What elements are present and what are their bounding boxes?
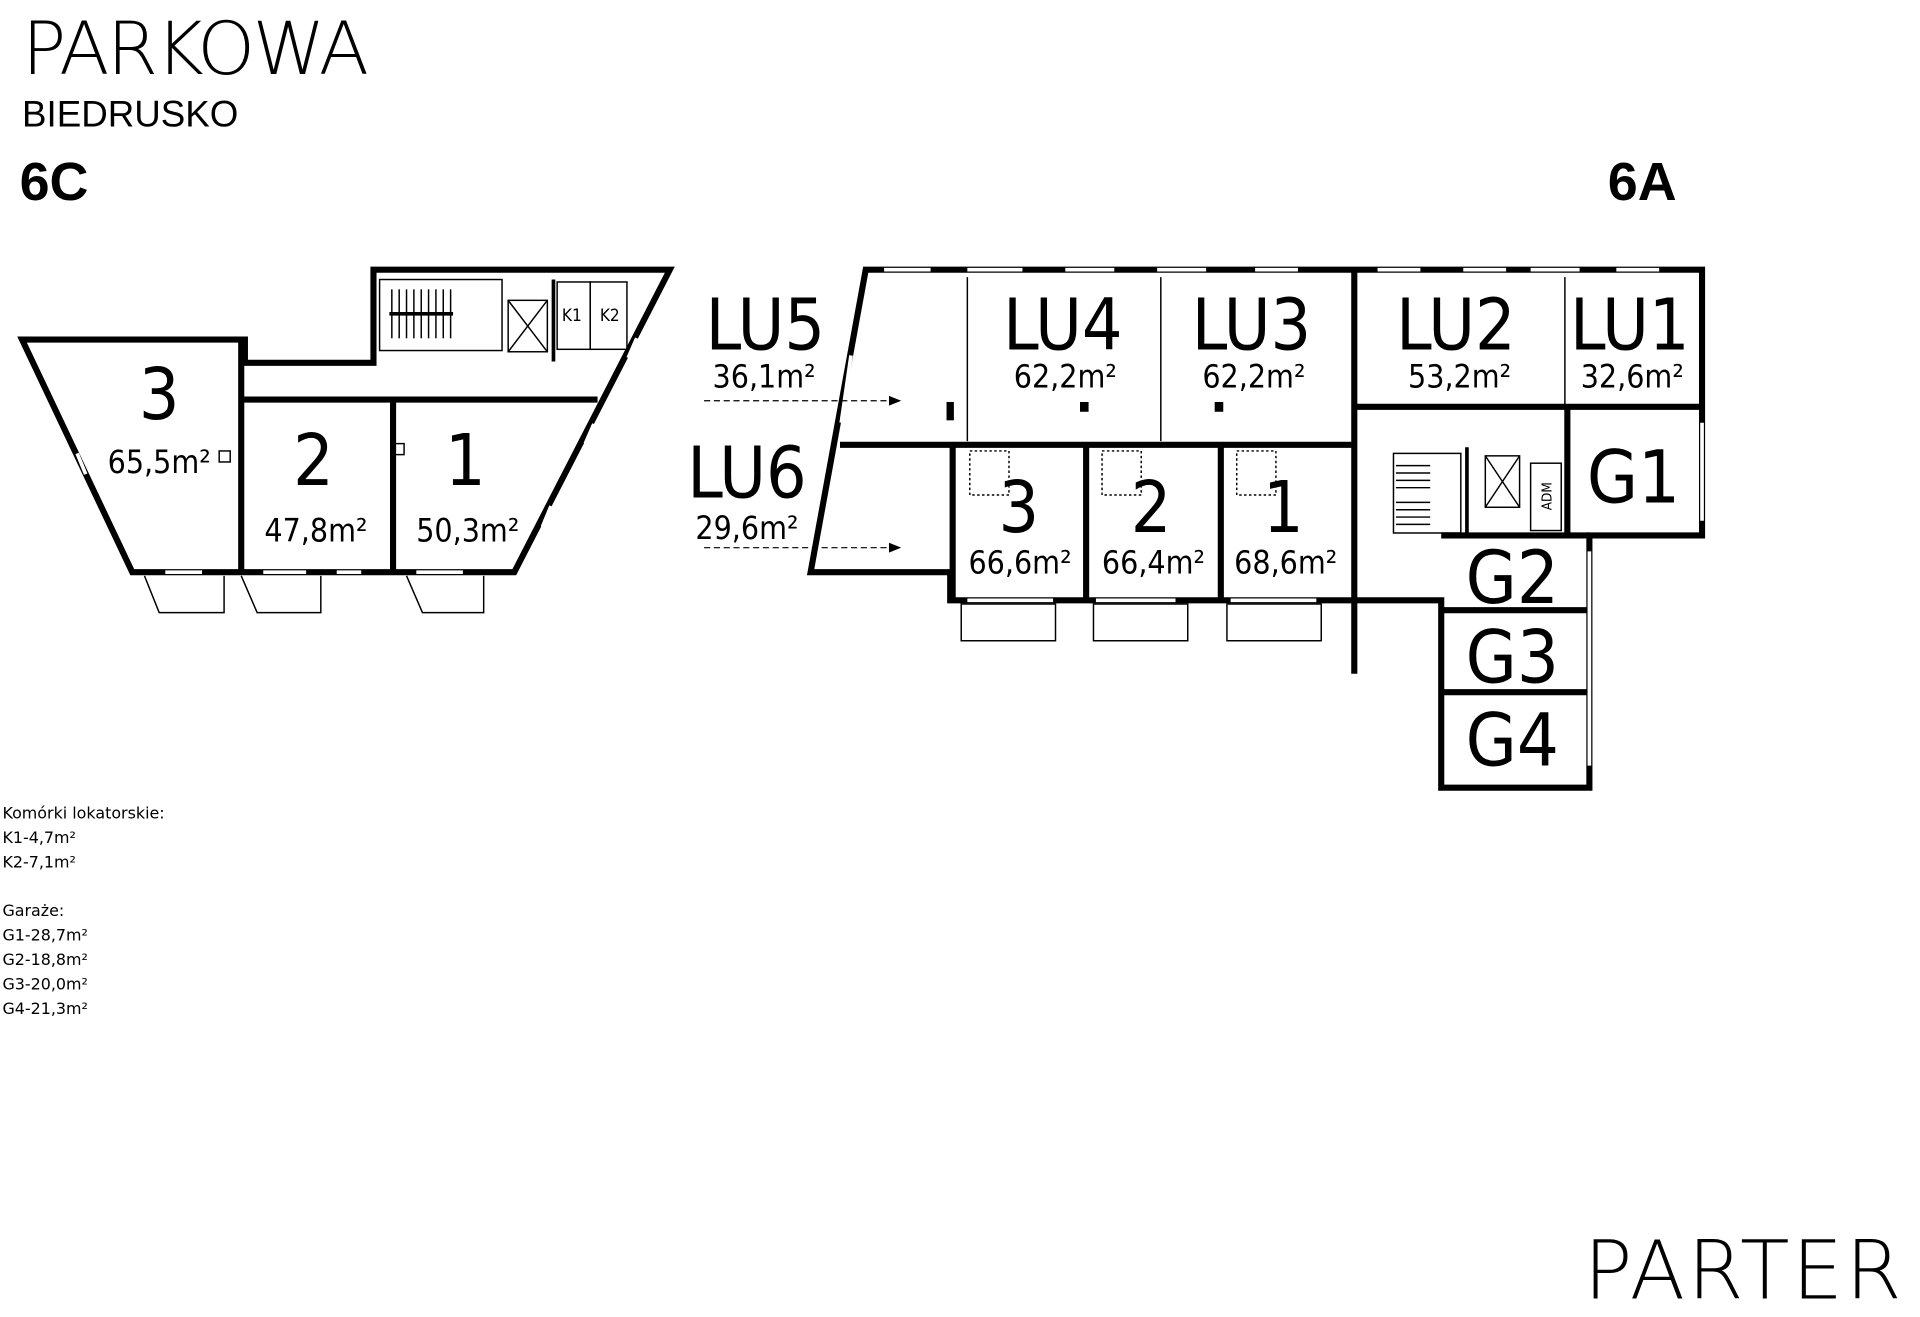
- garage-g1-label: G1: [1587, 435, 1680, 520]
- unit-6c-3-number: 3: [139, 353, 180, 436]
- legend: Komórki lokatorskie: K1-4,7m² K2-7,1m² G…: [2, 803, 164, 1018]
- lu5-label: LU5: [706, 283, 825, 366]
- lu5-area: 36,1m²: [713, 357, 816, 395]
- lu2-area: 53,2m²: [1408, 357, 1511, 395]
- legend-garage-item: G4-21,3m²: [2, 999, 87, 1018]
- unit-6c-2-number: 2: [293, 419, 334, 502]
- lu2-label: LU2: [1396, 283, 1515, 366]
- lu4-label: LU4: [1003, 283, 1122, 366]
- unit-6c-1-number: 1: [445, 419, 486, 502]
- lu1-area: 32,6m²: [1581, 357, 1684, 395]
- lu4-area: 62,2m²: [1014, 357, 1117, 395]
- legend-garage-item: G3-20,0m²: [2, 975, 87, 994]
- lu3-area: 62,2m²: [1202, 357, 1305, 395]
- garage-g4-label: G4: [1466, 699, 1559, 784]
- unit-6c-2-area: 47,8m²: [264, 512, 367, 550]
- garage-g2-label: G2: [1466, 536, 1559, 621]
- admin-room-label: ADM: [1540, 482, 1555, 510]
- unit-6a-1-area: 68,6m²: [1234, 543, 1337, 581]
- unit-6a-3-number: 3: [998, 466, 1039, 549]
- legend-garage-heading: Garaże:: [2, 901, 64, 920]
- project-location: BIEDRUSKO: [22, 93, 238, 134]
- legend-storage-item: K2-7,1m²: [2, 852, 75, 871]
- lu6-label: LU6: [687, 431, 806, 514]
- building-6c-label: 6C: [20, 152, 89, 212]
- lu6-area: 29,6m²: [695, 509, 798, 547]
- building-6a-label: 6A: [1608, 152, 1677, 212]
- legend-garage-item: G1-28,7m²: [2, 926, 87, 945]
- storage-k2-label: K2: [600, 306, 620, 326]
- garage-g3-label: G3: [1466, 615, 1559, 700]
- building-6c-plan: [17, 266, 675, 614]
- project-title: PARKOWA: [22, 7, 367, 92]
- building-6a-plan: [704, 266, 1706, 791]
- unit-6a-1-number: 1: [1263, 466, 1304, 549]
- storage-k1-label: K1: [562, 306, 582, 326]
- lu1-label: LU1: [1570, 283, 1689, 366]
- legend-storage-heading: Komórki lokatorskie:: [2, 803, 164, 822]
- lu3-label: LU3: [1192, 283, 1311, 366]
- unit-6c-1-area: 50,3m²: [416, 512, 519, 550]
- unit-6a-2-area: 66,4m²: [1102, 543, 1205, 581]
- unit-6c-3-area: 65,5m²: [108, 443, 211, 481]
- unit-6a-2-number: 2: [1131, 466, 1172, 549]
- unit-6a-3-area: 66,6m²: [968, 543, 1071, 581]
- legend-garage-item: G2-18,8m²: [2, 950, 87, 969]
- legend-storage-item: K1-4,7m²: [2, 828, 75, 847]
- floor-label: PARTER: [1584, 1224, 1904, 1317]
